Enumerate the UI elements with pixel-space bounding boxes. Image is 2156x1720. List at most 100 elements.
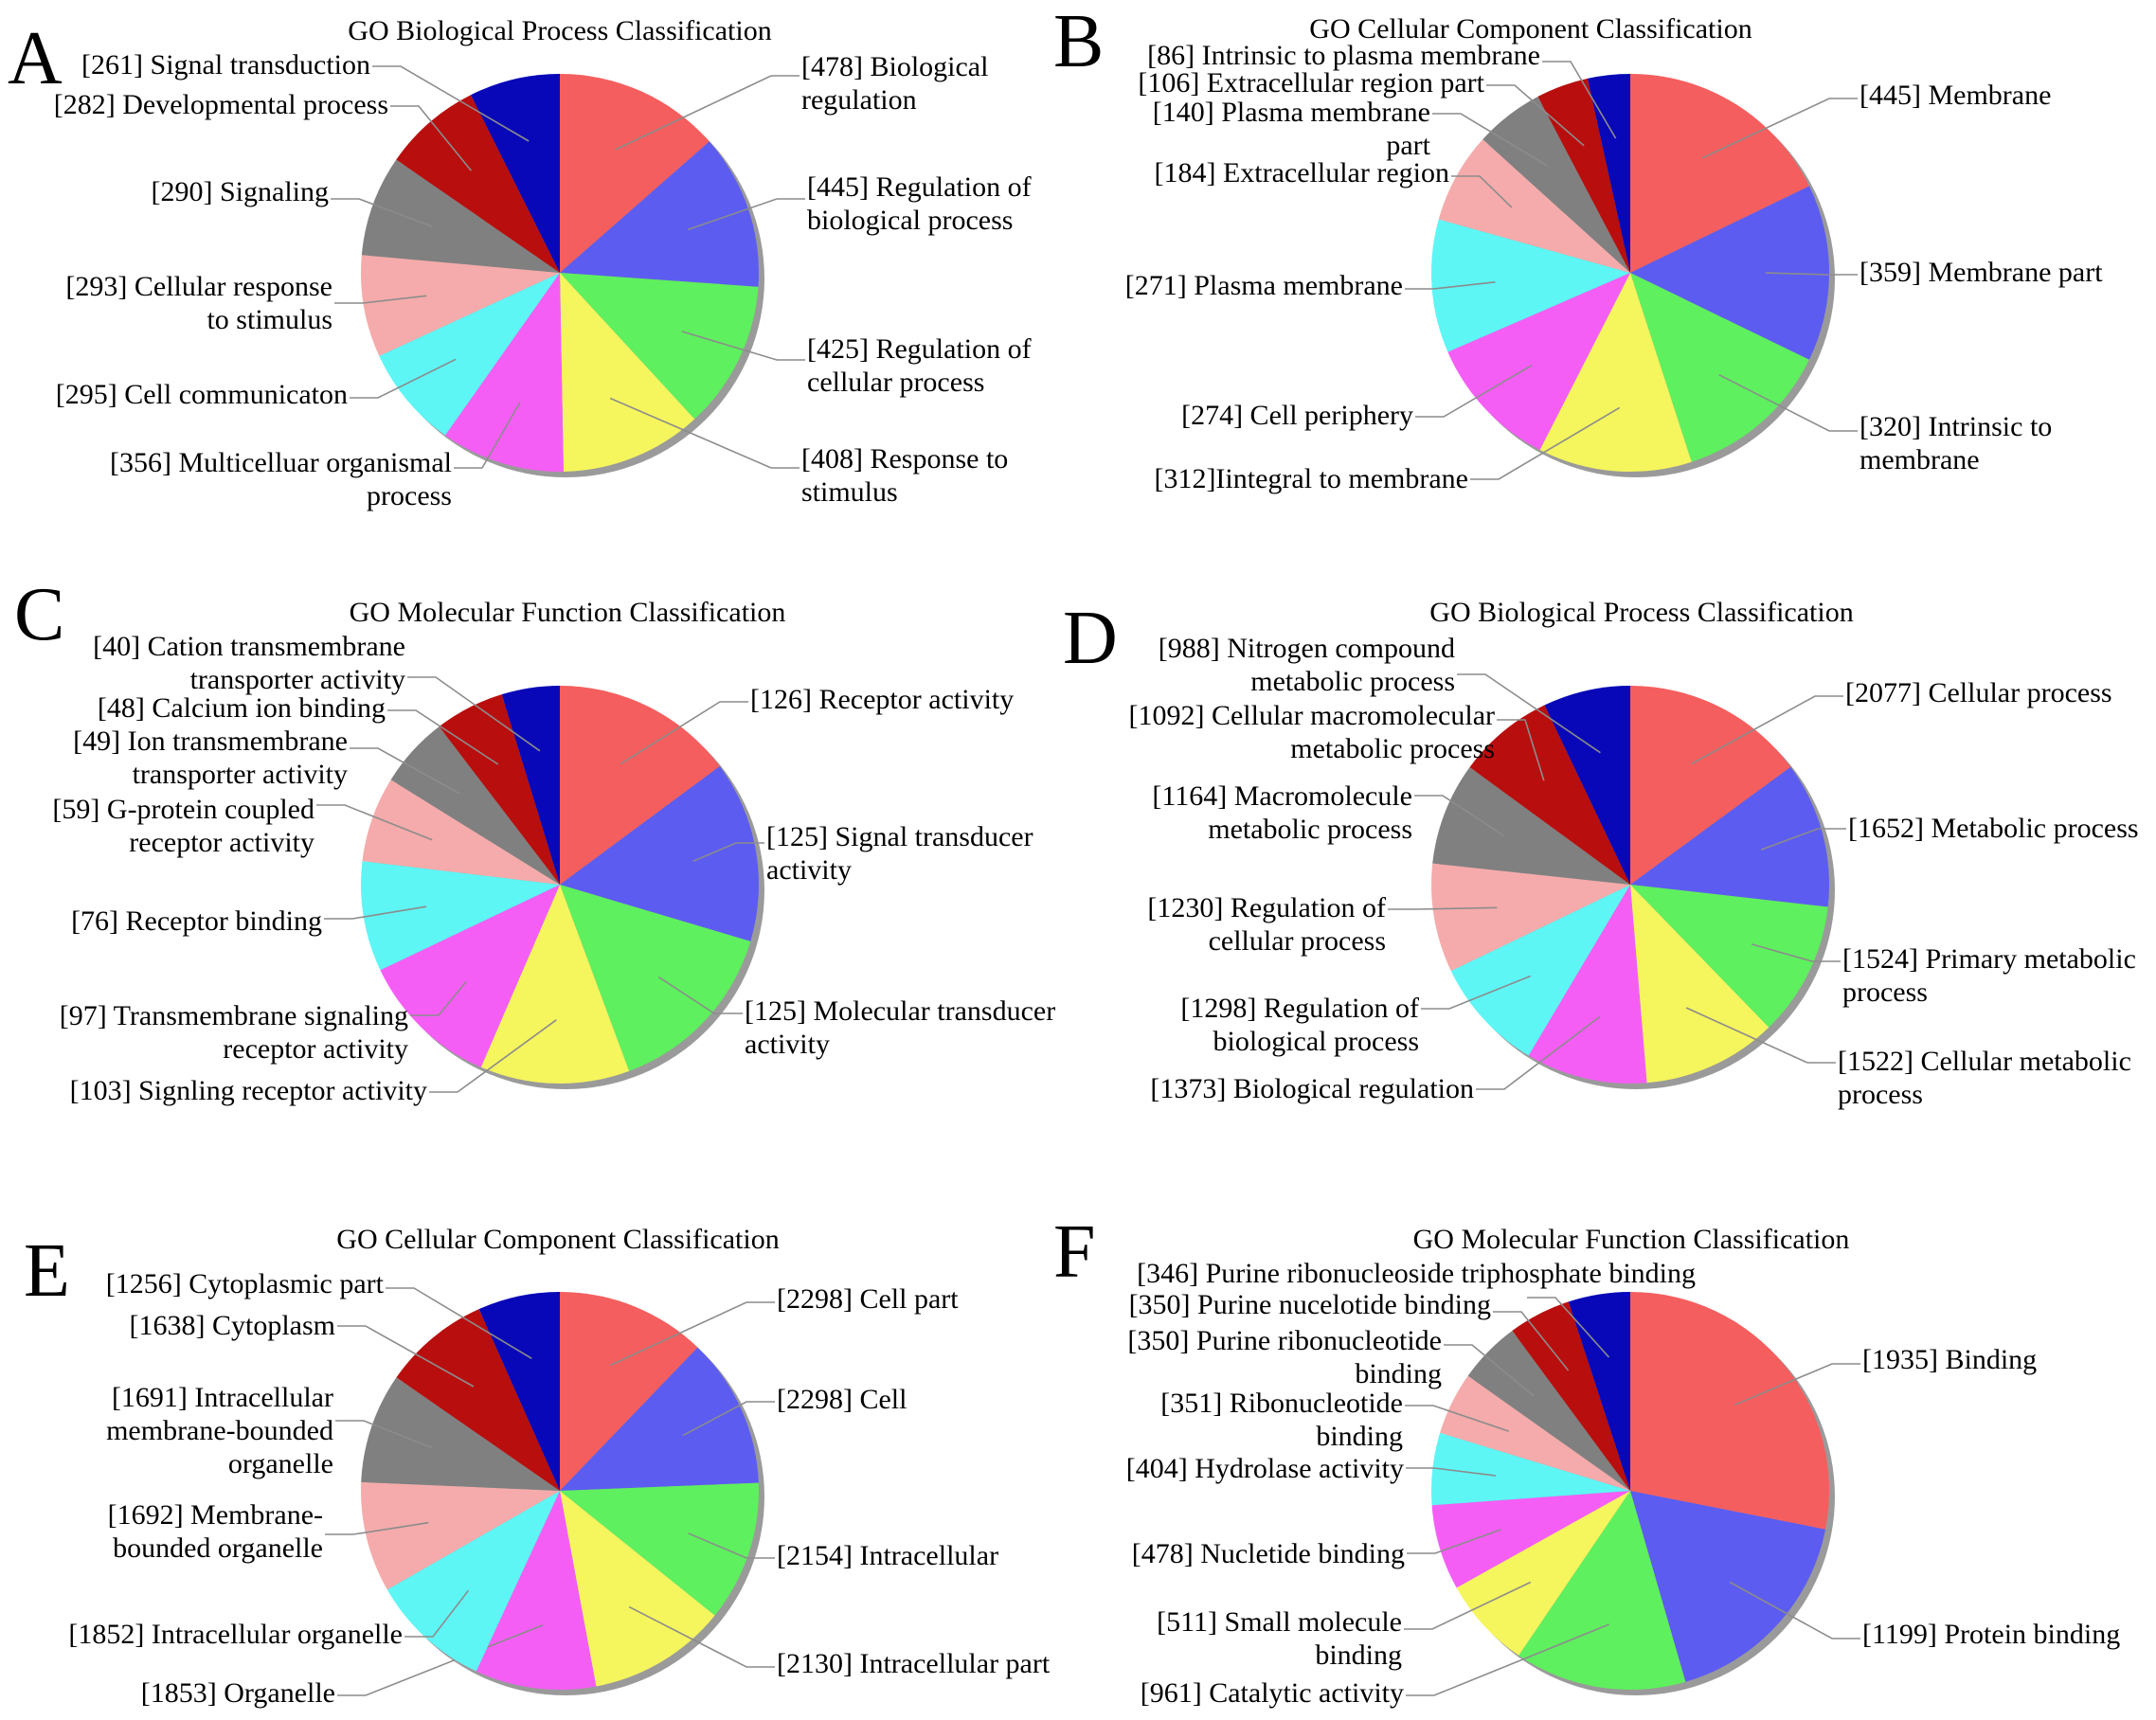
panel-letter: E xyxy=(24,1229,70,1313)
pie-slice xyxy=(1630,186,1829,360)
slice-label: [271] Plasma membrane xyxy=(1125,270,1403,301)
slice-label: [59] G-protein coupled xyxy=(52,794,314,825)
slice-label: metabolic process xyxy=(1208,814,1412,845)
leader-line xyxy=(681,331,805,361)
leader-line xyxy=(692,842,764,863)
slice-label: [1522] Cellular metabolic xyxy=(1838,1046,2131,1077)
leader-line xyxy=(1765,272,1858,276)
pie-chart-f: F GO Molecular Function Classification [19… xyxy=(1053,1210,2120,1709)
leader-line xyxy=(1414,795,1505,837)
panel-letter: B xyxy=(1053,0,1104,83)
leader-line xyxy=(1685,1007,1836,1064)
leader-line xyxy=(1457,673,1601,754)
pie-slice xyxy=(480,885,630,1084)
pie-slice xyxy=(560,141,760,287)
slice-label: to stimulus xyxy=(207,304,332,335)
leader-line xyxy=(1751,943,1841,962)
pie-slice xyxy=(396,1309,560,1491)
leader-line xyxy=(316,804,433,841)
leader-line xyxy=(386,1287,532,1359)
chart-title: GO Cellular Component Classification xyxy=(336,1224,779,1255)
slice-label: process xyxy=(1842,976,1928,1008)
slice-label: [511] Small molecule xyxy=(1157,1606,1402,1638)
leader-line xyxy=(350,747,460,795)
pie-slice xyxy=(470,74,560,273)
leader-line xyxy=(1406,1467,1497,1477)
slice-label: [961] Catalytic activity xyxy=(1141,1677,1404,1709)
leader-line xyxy=(682,1401,775,1437)
pie-slice xyxy=(1539,273,1692,473)
slice-label: [1199] Protein binding xyxy=(1862,1619,2120,1650)
pie-slice xyxy=(386,1491,560,1672)
slice-label: process xyxy=(367,480,452,511)
pie-slice xyxy=(362,779,560,885)
leader-line xyxy=(1407,1529,1501,1554)
leader-line xyxy=(350,358,457,399)
slice-label: [1935] Binding xyxy=(1862,1344,2037,1375)
slice-label: [103] Signling receptor activity xyxy=(70,1075,427,1106)
slice-label: [359] Membrane part xyxy=(1860,257,2103,288)
slice-label: regulation xyxy=(801,84,917,116)
slice-label: organelle xyxy=(228,1448,333,1479)
pie-slice xyxy=(1528,885,1647,1084)
chart-title: GO Cellular Component Classification xyxy=(1309,13,1752,45)
slice-label: [97] Transmembrane signaling xyxy=(60,1000,408,1031)
chart-title: GO Molecular Function Classification xyxy=(350,597,786,628)
slice-label: transporter activity xyxy=(133,759,348,790)
pie-slice xyxy=(439,694,560,885)
pie-slice xyxy=(560,1347,759,1491)
leader-line xyxy=(1734,1363,1860,1406)
pie-slice xyxy=(1630,766,1830,907)
leader-line xyxy=(1542,61,1617,139)
leader-line xyxy=(688,1532,775,1559)
leader-line xyxy=(1527,1297,1610,1358)
slice-label: [184] Extracellular region xyxy=(1154,157,1449,188)
leader-line xyxy=(1444,1344,1535,1397)
pie-slice xyxy=(379,273,560,436)
pie-slice xyxy=(1512,1301,1630,1491)
leader-line xyxy=(1701,98,1858,159)
leader-line xyxy=(1470,406,1621,480)
pie-slice xyxy=(1630,885,1828,1028)
pie-slice xyxy=(501,686,560,885)
slice-label: [40] Cation transmembrane xyxy=(93,631,405,662)
pie-slice xyxy=(1630,1292,1830,1530)
slice-label: [49] Ion transmembrane xyxy=(73,726,348,757)
slice-label: [2154] Intracellular xyxy=(777,1540,998,1571)
slice-label: cellular process xyxy=(1209,925,1386,957)
pie-slice xyxy=(560,273,695,472)
chart-title: GO Biological Process Classification xyxy=(1429,597,1853,628)
pie-slice xyxy=(1431,1432,1630,1506)
slice-label: [1853] Organelle xyxy=(141,1677,335,1709)
slice-label: [274] Cell periphery xyxy=(1181,400,1413,431)
leader-line xyxy=(335,1420,432,1449)
leader-line xyxy=(628,1605,775,1668)
leader-line xyxy=(609,1301,775,1367)
leader-line xyxy=(372,65,530,142)
leader-line xyxy=(404,1589,470,1638)
pie-slice xyxy=(1482,97,1630,273)
leader-line xyxy=(688,198,805,231)
slice-label: membrane-bounded xyxy=(106,1415,333,1446)
slice-label: [478] Biological xyxy=(801,51,988,82)
leader-line xyxy=(1451,175,1513,208)
leader-line xyxy=(1421,975,1531,1010)
leader-line xyxy=(1760,828,1846,851)
pie-slice xyxy=(380,885,560,1067)
leader-line xyxy=(1493,1311,1570,1371)
slice-label: [1524] Primary metabolic xyxy=(1842,943,2136,975)
chart-title: GO Molecular Function Classification xyxy=(1413,1224,1850,1255)
slice-label: [445] Membrane xyxy=(1860,80,2051,111)
panel-letter: F xyxy=(1053,1210,1096,1294)
pie-slice xyxy=(560,1482,759,1616)
leader-line xyxy=(1388,906,1498,910)
pie-slice xyxy=(1450,885,1630,1056)
leader-line xyxy=(390,105,473,171)
slice-label: biological process xyxy=(807,205,1013,236)
leader-line xyxy=(1497,719,1545,781)
slice-label: [346] Purine ribonucleoside triphosphate… xyxy=(1137,1258,1696,1289)
pie-slice xyxy=(1630,74,1809,273)
pie-slice xyxy=(1440,1375,1630,1491)
